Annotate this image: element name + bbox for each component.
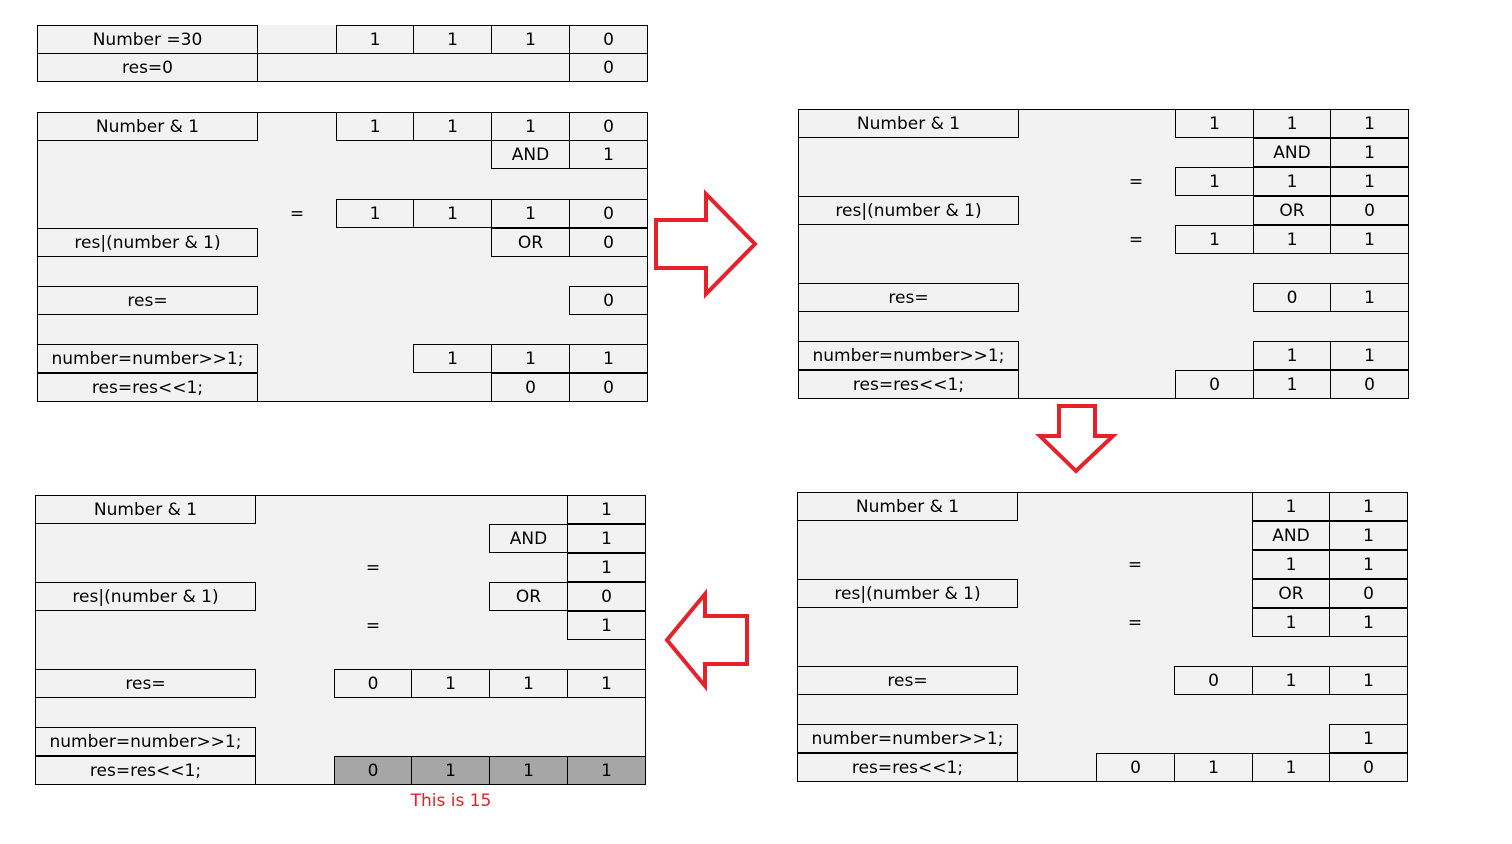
init-res-bit: 0 — [569, 53, 648, 82]
init-number-label: Number =30 — [37, 25, 258, 54]
init-number-bit: 1 — [491, 25, 570, 54]
step3-equals: = — [1127, 554, 1143, 575]
step3-panel — [797, 492, 1408, 782]
step2-equals: = — [1128, 171, 1144, 192]
step4-panel — [35, 495, 646, 785]
init-res-label: res=0 — [37, 53, 258, 82]
step4-equals: = — [365, 557, 381, 578]
arrow-right-icon — [654, 189, 758, 299]
arrow-left-icon — [664, 588, 749, 692]
step4-final-bit: 0 — [334, 756, 412, 785]
result-caption: This is 15 — [410, 791, 492, 811]
step2-panel-outline — [798, 109, 1409, 399]
step3-equals: = — [1127, 612, 1143, 633]
step1-panel — [37, 112, 648, 402]
step3-panel-outline — [797, 492, 1408, 782]
init-number-bit: 0 — [569, 25, 648, 54]
init-number-bit: 1 — [336, 25, 414, 54]
step4-panel-outline — [35, 495, 646, 785]
arrow-down-icon — [1035, 404, 1119, 474]
step4-final-bit: 1 — [567, 756, 646, 785]
step2-equals: = — [1128, 229, 1144, 250]
step4-final-bit: 1 — [411, 756, 490, 785]
init-number-bit: 1 — [413, 25, 492, 54]
step1-equals: = — [289, 203, 305, 224]
step2-panel — [798, 109, 1409, 399]
step4-equals: = — [365, 615, 381, 636]
step1-panel-outline — [37, 112, 648, 402]
init-res-row — [257, 53, 570, 82]
